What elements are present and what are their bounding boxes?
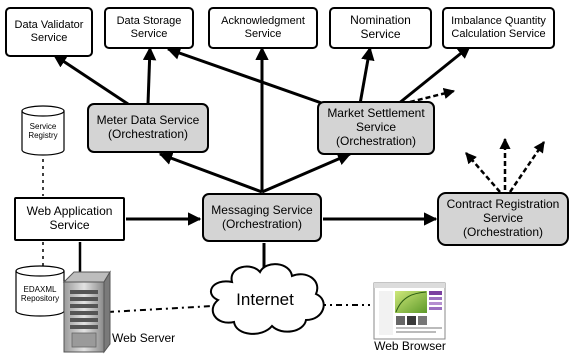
data-storage-box bbox=[104, 7, 194, 49]
market-settlement-box bbox=[317, 101, 435, 155]
web-browser-label: Web Browser bbox=[374, 339, 446, 354]
imbalance-line2: Calculation Service bbox=[451, 28, 546, 40]
market-settlement-line3: (Orchestration) bbox=[335, 133, 417, 148]
data-validator-line2: Service bbox=[30, 32, 68, 44]
meter-data-line1: Meter Data Service bbox=[96, 113, 200, 128]
edaxml-repository-line1: EDAXML bbox=[23, 285, 57, 295]
data-storage-line2: Service bbox=[130, 28, 168, 40]
imbalance-line1: Imbalance Quantity bbox=[451, 15, 546, 28]
nomination-line2: Service bbox=[360, 27, 401, 41]
messaging-line1: Messaging Service bbox=[211, 202, 313, 217]
meter-data-box bbox=[87, 103, 209, 153]
market-settlement-line2: Service bbox=[355, 120, 396, 135]
meter-data-line2: (Orchestration) bbox=[107, 127, 189, 141]
internet-label: Internet bbox=[236, 290, 294, 310]
data-validator-label: Data Validator Service bbox=[6, 8, 92, 56]
contract-registration-label: Contract Registration Service (Orchestra… bbox=[438, 193, 568, 245]
web-server-label: Web Server bbox=[112, 331, 176, 346]
arrow-meter-to-storage bbox=[142, 46, 157, 105]
edaxml-repository-line2: Repository bbox=[20, 294, 60, 303]
arrow-settlement-to-imbalance bbox=[397, 44, 472, 106]
dashed-arrows bbox=[409, 87, 546, 193]
service-registry-database-icon bbox=[21, 105, 65, 156]
service-registry-line2: Registry bbox=[28, 131, 58, 140]
data-storage-label: Data Storage Service bbox=[105, 8, 193, 48]
acknowledgment-line1: Acknowledgment bbox=[221, 15, 305, 28]
contract-registration-line3: (Orchestration) bbox=[462, 224, 544, 239]
service-registry-label: Service Registry bbox=[22, 116, 64, 148]
arrow-messaging-to-meter bbox=[158, 151, 263, 194]
data-validator-line1: Data Validator bbox=[14, 19, 84, 32]
service-registry-line1: Service bbox=[29, 122, 57, 132]
arrow-meter-to-validator bbox=[52, 53, 129, 106]
acknowledgment-label: Acknowledgment Service bbox=[209, 8, 317, 48]
web-app-line2: Service bbox=[49, 218, 90, 232]
web-app-line1: Web Application bbox=[26, 204, 113, 219]
arrow-settlement-to-storage bbox=[166, 46, 331, 108]
arrow-settlement-to-nomination bbox=[358, 46, 375, 105]
contract-registration-box bbox=[437, 192, 569, 246]
server-to-internet-line bbox=[107, 305, 214, 313]
data-validator-box bbox=[5, 7, 93, 57]
contract-registration-line1: Contract Registration bbox=[446, 197, 560, 212]
nomination-line1: Nomination bbox=[350, 13, 411, 28]
acknowledgment-box bbox=[208, 7, 318, 49]
acknowledgment-line2: Service bbox=[244, 28, 282, 40]
edaxml-repository-database-icon bbox=[15, 265, 65, 317]
imbalance-label: Imbalance Quantity Calculation Service bbox=[443, 8, 554, 48]
data-storage-line1: Data Storage bbox=[116, 15, 182, 28]
imbalance-box bbox=[442, 7, 555, 49]
messaging-label: Messaging Service (Orchestration) bbox=[203, 194, 321, 241]
market-settlement-line1: Market Settlement bbox=[327, 106, 425, 121]
nomination-box bbox=[329, 7, 432, 49]
nomination-label: Nomination Service bbox=[330, 8, 431, 48]
web-app-box bbox=[14, 197, 125, 241]
arrows bbox=[52, 44, 472, 226]
market-settlement-label: Market Settlement Service (Orchestration… bbox=[318, 102, 434, 154]
dashed-arrow-contract-left bbox=[465, 152, 501, 193]
service-boxes bbox=[5, 7, 569, 246]
browser-screenshot-icon bbox=[373, 282, 446, 340]
meter-data-label: Meter Data Service (Orchestration) bbox=[88, 104, 208, 152]
dashed-arrow-settlement-right bbox=[409, 87, 456, 104]
dashed-arrow-contract-right bbox=[508, 141, 546, 193]
messaging-line2: (Orchestration) bbox=[221, 216, 303, 231]
server-icon bbox=[62, 270, 111, 354]
arrow-messaging-to-settlement bbox=[261, 152, 352, 194]
web-app-label: Web Application Service bbox=[15, 198, 124, 240]
contract-registration-line2: Service bbox=[482, 211, 523, 226]
cloud-icon bbox=[210, 263, 325, 335]
edaxml-repository-label: EDAXML Repository bbox=[16, 280, 64, 310]
messaging-box bbox=[202, 193, 322, 242]
